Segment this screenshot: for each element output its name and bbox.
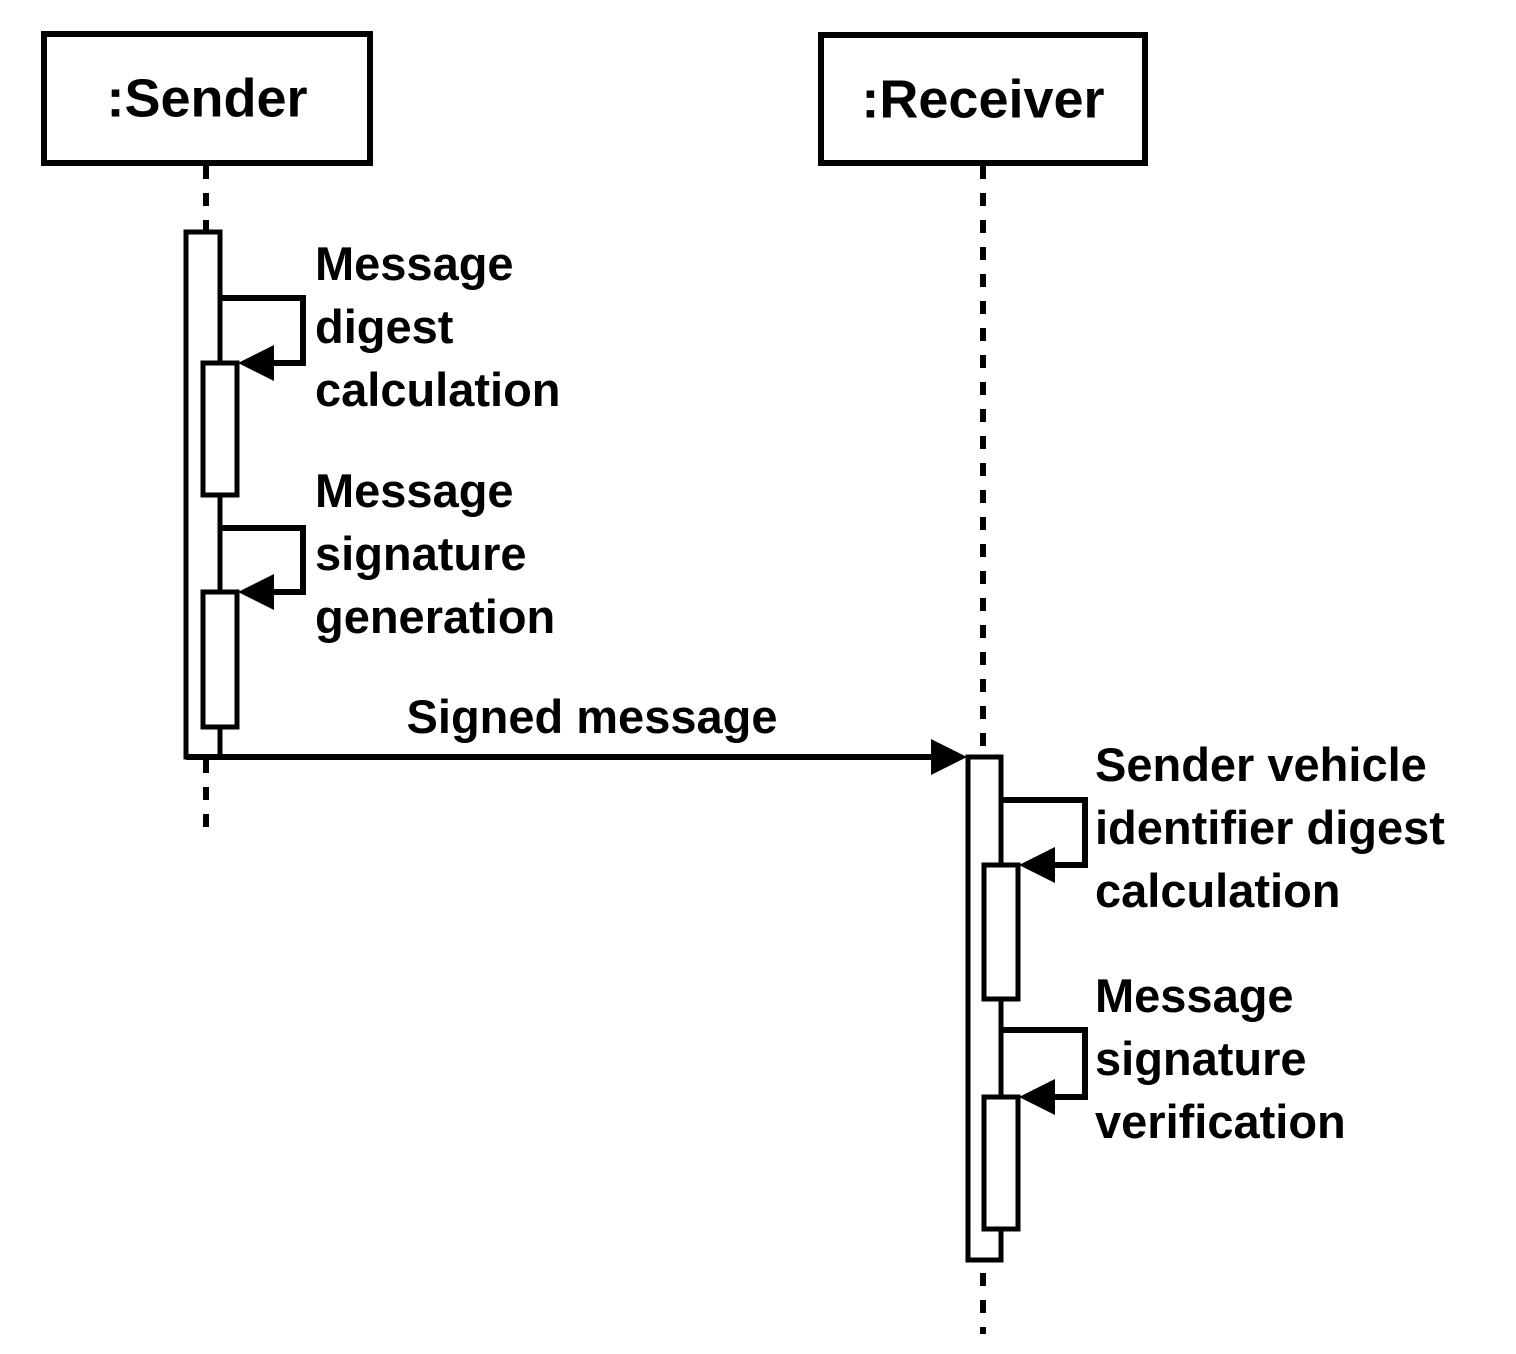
- note-line: verification: [1095, 1095, 1346, 1148]
- note-line: calculation: [315, 363, 561, 416]
- self-message-sender-signature[interactable]: [220, 525, 306, 610]
- self-message-label-sender-digest: Message digest calculation: [315, 237, 561, 416]
- self-message-receiver-verification[interactable]: [1001, 1027, 1088, 1115]
- sender-nested-activation-2[interactable]: [200, 589, 240, 730]
- message-label-signed-message: Signed message: [407, 690, 778, 743]
- participant-label-sender: :Sender: [106, 68, 307, 128]
- self-message-label-receiver-vehicle-digest: Sender vehicle identifier digest calcula…: [1095, 738, 1445, 917]
- note-line: calculation: [1095, 864, 1341, 917]
- sender-nested-activation-1[interactable]: [200, 360, 240, 498]
- self-message-label-sender-signature: Message signature generation: [315, 464, 555, 643]
- note-line: Sender vehicle: [1095, 738, 1427, 791]
- note-line: signature: [315, 527, 527, 580]
- participant-receiver[interactable]: :Receiver: [818, 32, 1148, 166]
- arrow-head-sender-signature: [238, 574, 274, 610]
- self-message-label-receiver-verification: Message signature verification: [1095, 969, 1346, 1148]
- self-message-receiver-vehicle-digest[interactable]: [1001, 797, 1088, 883]
- arrow-head-receiver-vehicle-digest: [1019, 847, 1055, 883]
- note-line: digest: [315, 300, 454, 353]
- participant-sender[interactable]: :Sender: [41, 31, 373, 166]
- arrow-head-signed-message: [931, 739, 967, 775]
- note-line: Message: [1095, 969, 1294, 1022]
- note-line: identifier digest: [1095, 801, 1445, 854]
- note-line: signature: [1095, 1032, 1307, 1085]
- self-message-path-receiver-vehicle-digest: [1001, 797, 1088, 868]
- arrow-head-sender-digest: [238, 345, 274, 381]
- note-line: Message: [315, 464, 514, 517]
- participant-box-receiver[interactable]: [818, 32, 1148, 166]
- self-message-sender-digest[interactable]: [220, 295, 306, 381]
- message-signed-message[interactable]: Signed message: [186, 690, 967, 775]
- receiver-nested-activation-2[interactable]: [981, 1094, 1021, 1232]
- participant-label-receiver: :Receiver: [861, 69, 1104, 129]
- self-message-path-sender-signature: [220, 525, 306, 595]
- self-message-path-sender-digest: [220, 295, 306, 366]
- participant-box-sender[interactable]: [41, 31, 373, 166]
- self-message-path-receiver-verification: [1001, 1027, 1088, 1100]
- note-line: Message: [315, 237, 514, 290]
- arrow-head-receiver-verification: [1019, 1079, 1055, 1115]
- receiver-nested-activation-1[interactable]: [981, 862, 1021, 1002]
- note-line: generation: [315, 590, 555, 643]
